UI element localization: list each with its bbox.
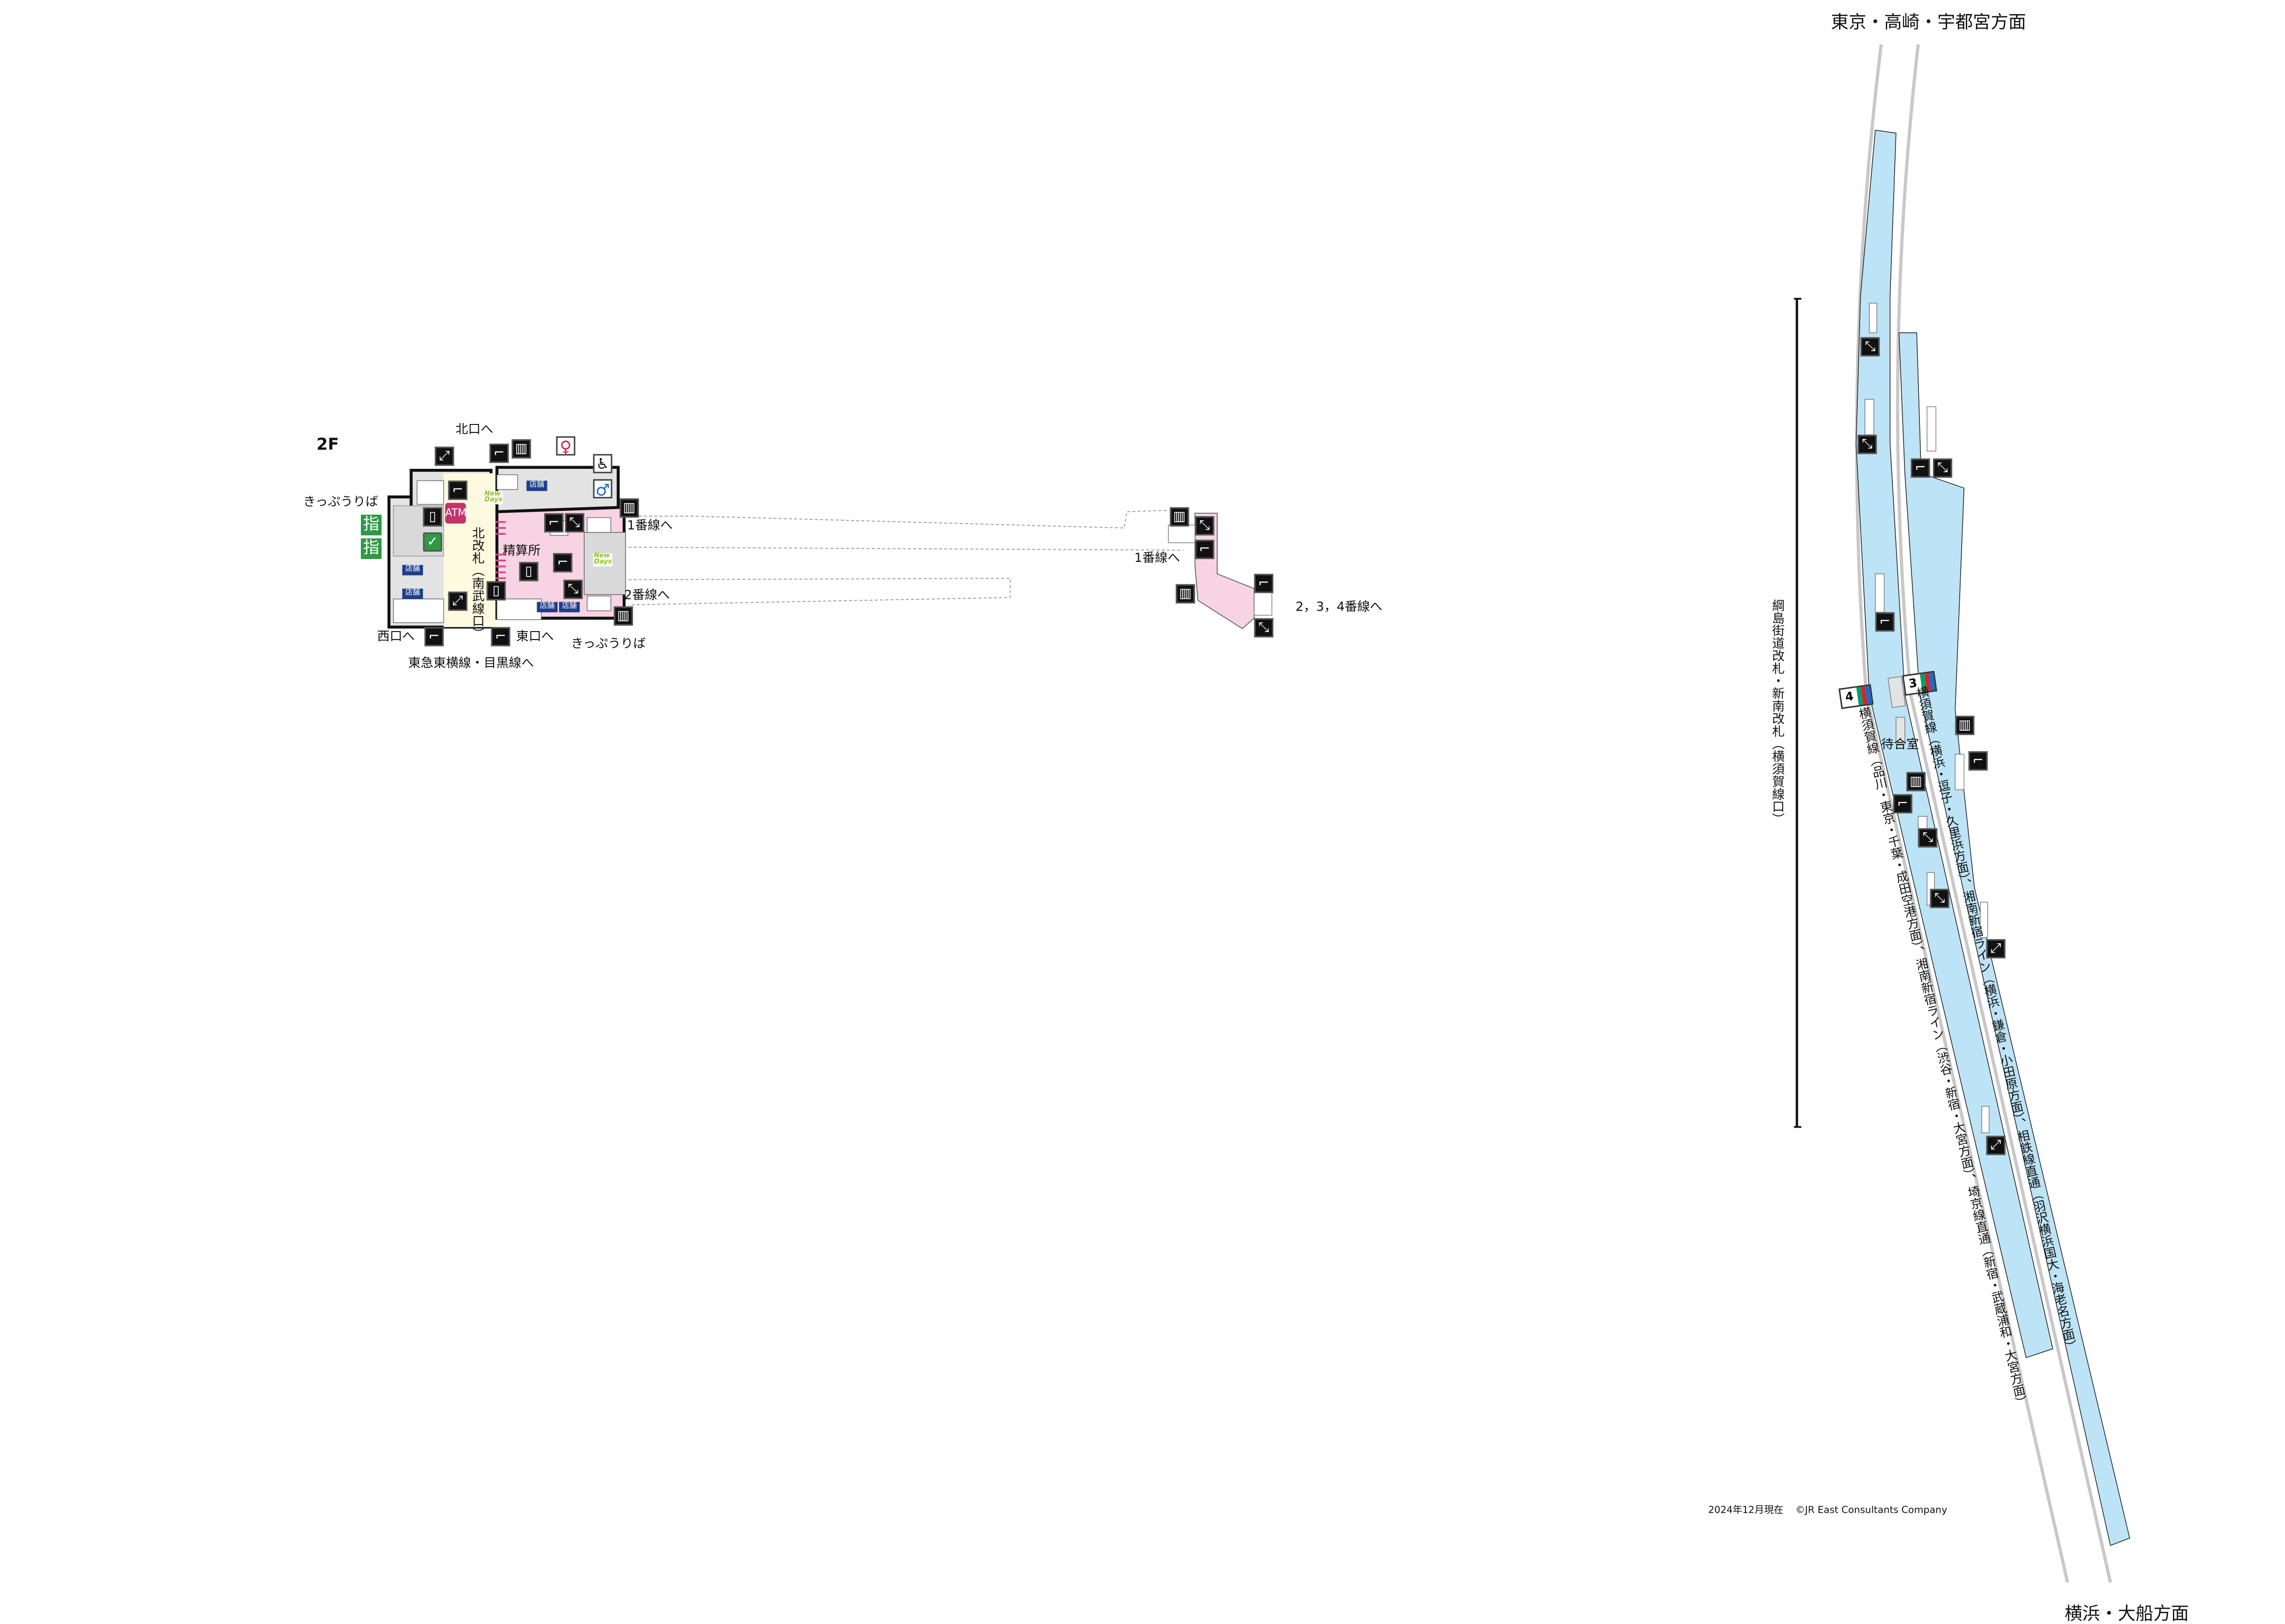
to-tracks-234-label[interactable]: 2，3，4番線へ [1295,600,1383,616]
footer-copyright: ©JR East Consultants Company [1795,1504,1947,1516]
reserved-ticket-badge: 指 [360,538,382,559]
shop-label: 店舗 [402,565,423,575]
fare-adjustment-label: 精算所 [503,544,541,559]
corridor-upper-edge [628,510,1169,529]
escalator-icon: ⤡ [1918,828,1938,848]
stairs-icon: ⌐ [1195,539,1214,559]
escalator-icon: ⤢ [1986,939,2005,959]
floor-label: 2F [316,435,339,454]
elevator-icon: ▥ [1955,716,1975,735]
ticket-machine-icon: ▯ [486,581,506,601]
atm-badge: ATM [445,503,467,524]
stairs-icon: ⌐ [1254,574,1273,593]
tokyu-transfer-label[interactable]: 東急東横線・目黒線へ [408,656,534,672]
platform-island-west [1855,129,2054,1358]
corridor-middle-edge [628,546,1183,551]
shop-label: 店舗 [559,602,580,612]
mens-restroom-icon: ♂ [593,479,612,499]
to-track2-label[interactable]: 2番線へ [624,589,670,604]
stairs-icon: ⌐ [1911,458,1930,478]
escalator-icon: ⤡ [1195,516,1214,536]
escalator-icon: ⤡ [563,580,583,599]
waiting-room-label: 待合室 [1881,738,1919,753]
elevator-icon: ▥ [1176,584,1195,604]
shop-label: 店舗 [526,481,547,491]
south-direction-label: 横浜・大船方面 [2064,1603,2189,1624]
reserved-ticket-badge: 指 [360,514,382,536]
stairs-icon: ⌐ [489,444,509,463]
escalator-icon: ⤢ [1986,1135,2005,1155]
escalator-icon: ⤡ [565,513,584,532]
shop-label: 店舗 [402,589,423,599]
elevator-icon: ▥ [511,439,531,459]
stairs-icon: ⌐ [424,627,444,647]
womens-restroom-icon: ♀ [556,436,575,456]
escalator-icon: ⤡ [1857,435,1877,454]
to-track1-label[interactable]: 1番線へ [627,519,673,534]
escalator-icon: ⤢ [435,446,454,466]
escalator-icon: ⤢ [448,591,467,611]
north-direction-label: 東京・高崎・宇都宮方面 [1831,12,2026,33]
escalator-icon: ⤡ [1860,337,1880,357]
transfer-area [1168,512,1272,629]
stairs-icon: ⌐ [448,481,467,500]
ticket-office-label: きっぷうりば [303,495,378,510]
corridors [628,510,1183,605]
track-3-rail [1896,44,2112,1583]
ticket-machine-icon: ▯ [519,562,539,582]
newdays-logo: New Days [593,552,612,567]
elevator-icon: ▥ [613,606,633,626]
north-gate-label: 北改札（南武線口） [469,526,485,640]
escalator-icon: ⤡ [1930,889,1949,908]
platform-island-east [1898,332,2130,1546]
corridor-lower [628,578,1011,605]
reserved-seat-ticket-icon: ✓ [423,532,442,552]
track-4-rail [1855,44,2069,1583]
north-exit-label[interactable]: 北口へ [455,423,494,438]
stairs-icon: ⌐ [491,627,510,647]
ticket-office-label: きっぷうりば [571,637,646,653]
stairs-icon: ⌐ [1893,794,1912,814]
to-track1-label-b[interactable]: 1番線へ [1134,552,1180,567]
newdays-logo: New Days [483,490,503,505]
footer-date: 2024年12月現在 [1708,1504,1783,1516]
platform-diagram [1794,44,2130,1583]
stairs-icon: ⌐ [553,553,573,573]
elevator-icon: ▥ [1170,507,1189,527]
stairs-icon: ⌐ [1875,612,1895,632]
stairs-icon: ⌐ [1968,751,1988,771]
escalator-icon: ⤡ [1933,458,1953,478]
stairs-icon: ⌐ [544,513,564,532]
gate-label: 綱島街道改札・新南改札（横須賀線口） [1769,599,1785,826]
shop-label: 店舗 [537,602,558,612]
track-number: 4 [1844,690,1854,704]
ticket-machine-icon: ▯ [423,507,442,527]
west-exit-label[interactable]: 西口へ [377,630,415,645]
elevator-icon: ▥ [619,498,639,518]
wheelchair-icon: ♿ [593,454,612,474]
east-exit-label[interactable]: 東口へ [516,630,554,645]
escalator-icon: ⤡ [1254,618,1273,638]
elevator-icon: ▥ [1906,772,1926,791]
